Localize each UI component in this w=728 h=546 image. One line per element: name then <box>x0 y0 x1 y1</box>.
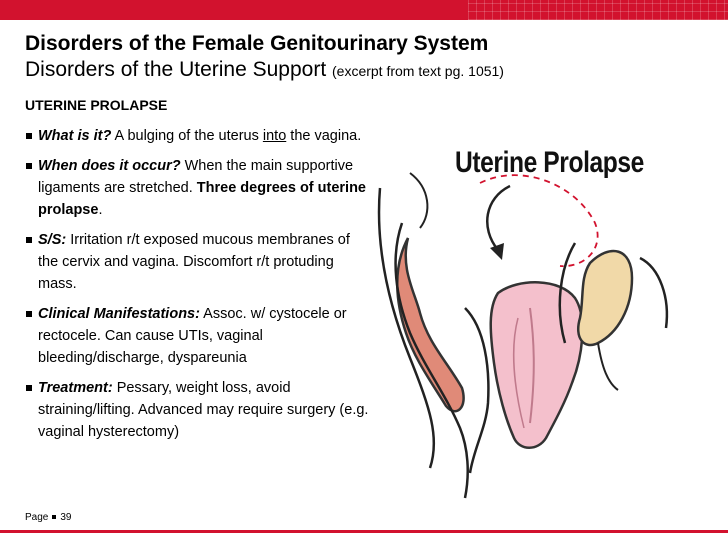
bottom-accent-line <box>0 530 728 533</box>
top-accent-bar <box>0 0 728 20</box>
bullet-question: When does it occur? <box>38 158 181 174</box>
descent-arrow <box>486 184 511 251</box>
bullet-item: S/S: Irritation r/t exposed mucous membr… <box>25 229 370 295</box>
rectum <box>396 237 465 413</box>
arrow-head <box>490 243 504 260</box>
section-heading: UTERINE PROLAPSE <box>25 97 168 113</box>
grid-pattern <box>468 0 728 20</box>
page-number: 39 <box>60 512 72 523</box>
footer: Page 39 <box>25 512 71 523</box>
posterior-vaginal-wall <box>464 307 490 474</box>
bullet-text: the vagina. <box>286 128 362 144</box>
bullet-text: Pessary, weight loss, avoid straining/li… <box>38 380 369 440</box>
bullet-question: Clinical Manifestations: <box>38 306 200 322</box>
bullet-question: What is it? <box>38 128 112 144</box>
bullet-item: Clinical Manifestations: Assoc. w/ cysto… <box>25 303 370 369</box>
footer-label: Page <box>25 512 49 523</box>
underlined-word: into <box>262 128 287 144</box>
normal-uterus-position <box>479 174 599 267</box>
bullet-question: Treatment: <box>38 380 113 396</box>
separator-square-icon <box>52 514 57 519</box>
bladder-wall <box>558 242 577 344</box>
bullet-item: Treatment: Pessary, weight loss, avoid s… <box>25 377 370 443</box>
subtitle-note: (excerpt from text pg. 1051) <box>332 63 504 79</box>
bullet-item: What is it? A bulging of the uterus into… <box>25 125 370 147</box>
body-outline <box>377 187 436 469</box>
subtitle-text: Disorders of the Uterine Support <box>25 58 327 81</box>
bullet-text: Assoc. w/ cystocele or rectocele. Can ca… <box>38 306 347 366</box>
spine-outline <box>409 172 429 229</box>
bullet-text: A bulging of the uterus <box>111 128 263 144</box>
figure-title: Uterine Prolapse <box>455 146 644 179</box>
bladder <box>577 249 634 347</box>
slide-title: Disorders of the Female Genitourinary Sy… <box>25 32 489 55</box>
rectal-wall <box>394 222 469 499</box>
bullet-item: When does it occur? When the main suppor… <box>25 155 370 221</box>
uterine-cavity <box>529 307 535 424</box>
uterine-fold <box>512 317 525 429</box>
bold-phrase: Three degrees of uterine prolapse <box>38 180 366 218</box>
prolapsed-uterus <box>489 281 584 449</box>
bullet-question: S/S: <box>38 232 67 248</box>
pubic-bone <box>639 256 669 329</box>
bullet-text: When the main supportive ligaments are s… <box>38 158 354 196</box>
bullet-text: Irritation r/t exposed mucous membranes … <box>38 232 350 292</box>
slide-subtitle: Disorders of the Uterine Support (excerp… <box>25 58 504 82</box>
urethra <box>597 342 619 391</box>
bullet-list: What is it? A bulging of the uterus into… <box>25 125 370 451</box>
bullet-text: . <box>98 202 103 218</box>
uterine-prolapse-illustration <box>377 172 669 499</box>
